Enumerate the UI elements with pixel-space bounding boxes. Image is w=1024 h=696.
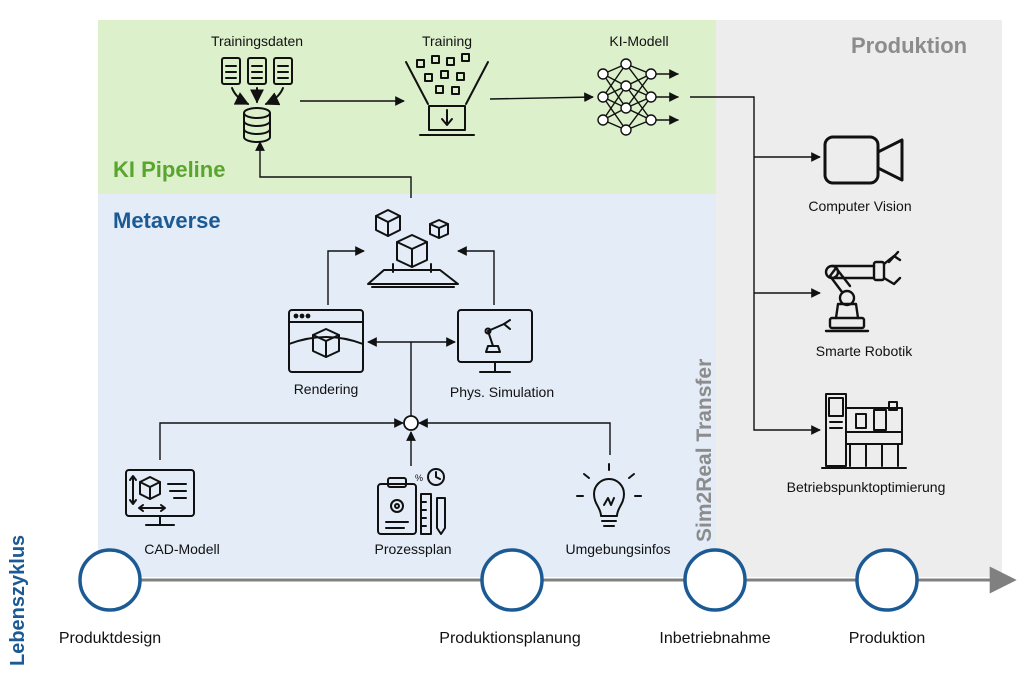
svg-text:%: % (415, 473, 423, 483)
video-camera-icon (823, 135, 904, 185)
metaverse-zone (98, 194, 716, 577)
ki-pipeline-zone (98, 20, 716, 194)
label-betriebspunktoptimierung: Betriebspunktoptimierung (786, 479, 946, 495)
label-ki-modell: KI-Modell (609, 33, 669, 49)
produktion-zone (716, 20, 1002, 577)
robot-arm-icon (824, 250, 902, 333)
cad-monitor-icon (125, 469, 195, 526)
stage-marker-produktion (855, 548, 919, 612)
process-plan-icon: % (377, 468, 446, 535)
arrow-metaverse-to-trainingsdaten (255, 141, 412, 198)
rendering-window-icon (288, 309, 364, 373)
training-funnel-icon (405, 53, 489, 136)
label-prozessplan: Prozessplan (374, 541, 452, 557)
arrow-training-kimodell (489, 92, 594, 103)
arrow-simulation-to-scene (457, 246, 495, 305)
documents-database-icon (221, 57, 293, 143)
hub-node (403, 415, 419, 431)
ki-pipeline-title: KI Pipeline (113, 157, 226, 182)
produktion-title: Produktion (851, 33, 968, 58)
label-training: Training (421, 33, 473, 49)
light-bulb-icon (576, 463, 642, 527)
stage-label-inbetriebnahme: Inbetriebnahme (659, 630, 771, 647)
label-smarte-robotik: Smarte Robotik (815, 343, 913, 359)
arrow-cad-to-hub (159, 418, 404, 460)
metaverse-cubes-icon (367, 209, 459, 288)
label-trainingsdaten: Trainingsdaten (210, 33, 304, 49)
stage-label-produktionsplanung: Produktionsplanung (439, 630, 581, 647)
arrow-kimodell-to-production (690, 96, 821, 435)
label-phys-simulation: Phys. Simulation (449, 384, 555, 400)
connectors (159, 92, 821, 466)
cnc-machine-icon (821, 393, 907, 469)
label-computer-vision: Computer Vision (808, 198, 912, 214)
stage-marker-produktdesign (78, 548, 142, 612)
label-rendering: Rendering (293, 381, 359, 397)
arrow-rendering-to-scene (327, 246, 365, 305)
stage-label-produktion: Produktion (848, 630, 926, 647)
stage-marker-produktionsplanung (480, 548, 544, 612)
stage-label-produktdesign: Produktdesign (58, 630, 162, 647)
simulation-monitor-icon (457, 309, 533, 373)
arrow-umgebung-to-hub (418, 418, 611, 455)
stage-marker-inbetriebnahme (683, 548, 747, 612)
label-umgebungsinfos: Umgebungsinfos (565, 541, 671, 557)
metaverse-title: Metaverse (113, 208, 221, 233)
neural-network-icon (597, 58, 679, 136)
label-cad-modell: CAD-Modell (144, 541, 220, 557)
